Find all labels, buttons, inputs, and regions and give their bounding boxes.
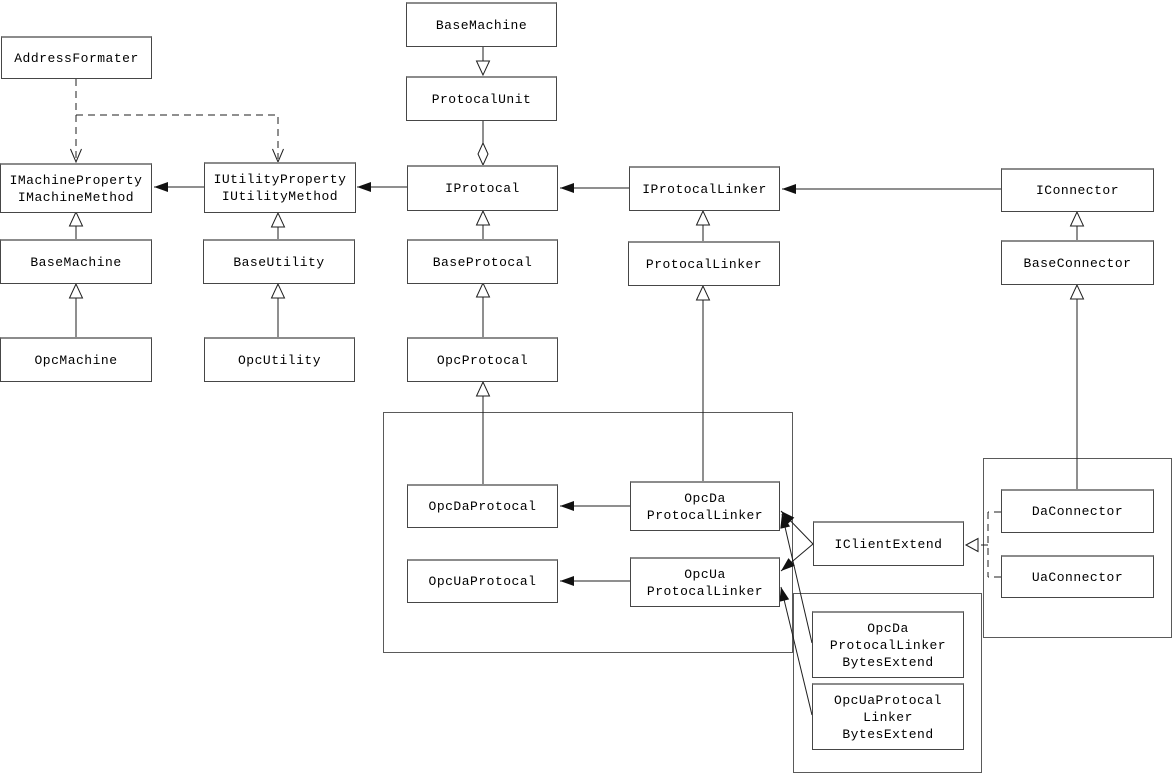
edge-inherit-basemachine-imachine: [68, 210, 84, 240]
class-box-imachineproperty: IMachineProperty IMachineMethod: [0, 163, 152, 213]
edge-inherit-opcprotocal-baseprotocal: [475, 281, 491, 337]
edge-inherit-baseutility-iutility: [270, 211, 286, 240]
edge-inherit-baseconnector-iconnector: [1069, 210, 1085, 240]
class-box-opcmachine: OpcMachine: [0, 337, 152, 382]
edge-inherit-protocallinker-iprotocallinker: [695, 209, 711, 241]
class-box-iutilityproperty: IUtilityProperty IUtilityMethod: [204, 162, 356, 213]
edge-inherit-basemachine-protocalunit: [475, 47, 491, 77]
class-box-uaconnector: UaConnector: [1001, 555, 1154, 598]
class-box-opcutility: OpcUtility: [204, 337, 355, 382]
class-box-protocalunit: ProtocalUnit: [406, 76, 557, 121]
class-box-opcuaprotocal: OpcUaProtocal: [407, 559, 558, 603]
connector-group-frame: [983, 458, 1172, 638]
edge-inherit-baseprotocal-iprotocal: [475, 209, 491, 240]
opc-protocal-group-frame: [383, 412, 793, 653]
class-box-baseutility: BaseUtility: [203, 239, 355, 284]
class-box-opcua-protocallinker: OpcUa ProtocalLinker: [630, 557, 780, 607]
class-box-protocallinker: ProtocalLinker: [628, 241, 780, 286]
class-box-iconnector: IConnector: [1001, 168, 1154, 212]
edge-inherit-opcutility-baseutility: [270, 282, 286, 337]
class-box-baseconnector: BaseConnector: [1001, 240, 1154, 285]
class-box-opcdaprotocal: OpcDaProtocal: [407, 484, 558, 528]
class-box-basemachine-top: BaseMachine: [406, 2, 557, 47]
class-box-opcuaprotocal-linker-bytesextend: OpcUaProtocal Linker BytesExtend: [812, 683, 964, 750]
edge-aggregation-protocalunit-iprotocal: [477, 121, 489, 167]
class-box-opcda-protocallinker: OpcDa ProtocalLinker: [630, 481, 780, 531]
edge-dependency-addressformater-iutility: [76, 114, 284, 164]
class-box-addressformater: AddressFormater: [1, 36, 152, 79]
edge-inherit-opcmachine-basemachine: [68, 282, 84, 337]
class-box-baseprotocal: BaseProtocal: [407, 239, 558, 284]
class-box-opcda-protocallinker-bytesextend: OpcDa ProtocalLinker BytesExtend: [812, 611, 964, 678]
class-box-opcprotocal: OpcProtocal: [407, 337, 558, 382]
edge-dependency-addressformater-imachine: [70, 79, 82, 164]
class-box-iclientextend: IClientExtend: [813, 521, 964, 566]
class-box-daconnector: DaConnector: [1001, 489, 1154, 533]
class-box-iprotocallinker: IProtocalLinker: [629, 166, 780, 211]
class-box-basemachine-left: BaseMachine: [0, 239, 152, 284]
class-box-iprotocal: IProtocal: [407, 165, 558, 211]
